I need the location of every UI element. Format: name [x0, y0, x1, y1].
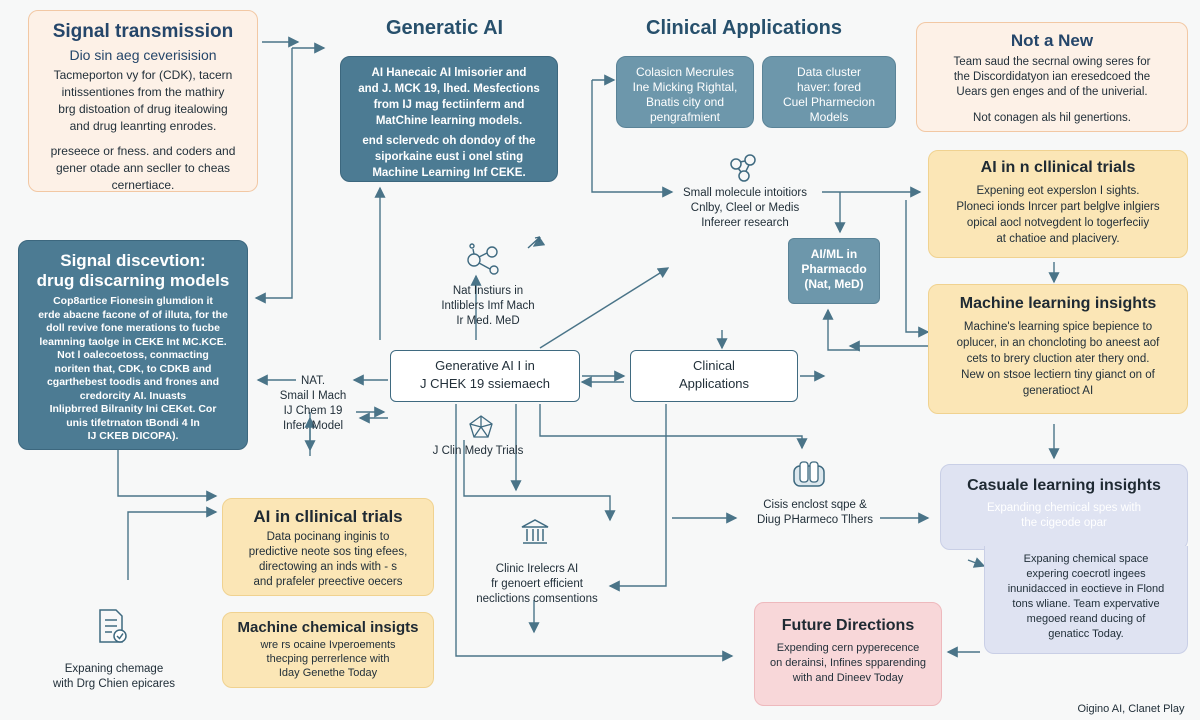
causal-insights-faded: Expanding chemical spes with the cigeode…: [986, 502, 1142, 529]
molecule-diamond-icon: [469, 415, 493, 438]
pharma-bottles-icon: [793, 461, 825, 487]
molecule-network-icon: [730, 154, 756, 182]
causal-insights-body: Expaning chemical space expering coecrot…: [1007, 553, 1165, 640]
small-molecule-label: Small molecule intoitiors Cnlby, Cleel o…: [683, 187, 807, 229]
machine-chemical-card: Machine chemical insigts wre rs ocaine I…: [222, 612, 434, 688]
future-directions-card: Future Directions Expending cern pyperec…: [754, 602, 942, 706]
expanding-doc-label: Expaning chemage with Drg Chien epicares: [52, 663, 176, 690]
causal-insights-card: Casuale learning insights Expanding chem…: [940, 464, 1188, 550]
generative-ai-card: AI Hanecaic AI lmisorier and and J. MCK …: [340, 56, 558, 182]
institution-icon: [521, 519, 549, 544]
future-directions-body: Expending cern pyperecence on derainsi, …: [770, 642, 926, 684]
not-a-new-card: Not a New Team saud the secrnal owing se…: [916, 22, 1188, 132]
generative-ai-mid-text: Generative AI I in J CHEK 19 ssiemaech: [419, 358, 551, 391]
future-directions-title: Future Directions: [781, 617, 915, 634]
not-a-new-title: Not a New: [1010, 31, 1094, 50]
ml-insights-card: Machine learning insights Machine's lear…: [928, 284, 1188, 414]
nat-small-label: NAT. Smail I Mach IJ Chem 19 Infer. Mode…: [279, 375, 347, 432]
ai-clinical-trials-right-body: Expening eot experslon I sights. Ploneci…: [956, 185, 1160, 245]
ai-clinical-trials-left-body: Data pocinang inginis to predictive neot…: [248, 531, 408, 588]
signal-transmission-body2: preseece or fness. and coders and gener …: [50, 144, 236, 192]
data-cluster-body: Data cluster haver: fored Cuel Pharmecio…: [782, 65, 876, 124]
heading-clinical-applications: Clinical Applications: [646, 17, 842, 39]
ai-clinical-trials-left-title: AI in cllinical trials: [253, 507, 403, 526]
ai-clinical-trials-right-title: AI in n cllinical trials: [980, 159, 1136, 176]
jclin-label: J Clin Medy Trials: [432, 445, 524, 457]
document-check-icon: [99, 609, 127, 643]
signal-discovery-title: Signal discevtion: drug discarning model…: [36, 251, 230, 290]
ml-insights-title: Machine learning insights: [959, 295, 1157, 312]
causal-insights-detail-card: Expaning chemical space expering coecrot…: [984, 546, 1188, 654]
generative-ai-body: AI Hanecaic AI lmisorier and and J. MCK …: [358, 67, 540, 127]
ml-insights-body: Machine's learning spice bepience to opl…: [956, 321, 1160, 397]
clinical-applications-mid-box: Clinical Applications: [630, 350, 798, 402]
signal-transmission-subtitle: Dio sin aeg ceverisision: [69, 47, 217, 63]
generative-ai-mid-box: Generative AI I in J CHEK 19 ssiemaech: [390, 350, 580, 402]
signal-discovery-card: Signal discevtion: drug discarning model…: [18, 240, 248, 450]
signal-transmission-card: Signal transmission Dio sin aeg ceverisi…: [28, 10, 258, 192]
machine-chemical-title: Machine chemical insigts: [237, 619, 419, 636]
clinical-molecules-card: Colasicn Mecrules Ine Micking Rightal, B…: [616, 56, 754, 128]
molecule-icon: [467, 243, 499, 275]
pointer-icon: [527, 236, 541, 249]
nat-inst-label: Nat Instiurs in Intliblers Imf Mach Ir M…: [441, 285, 535, 327]
signal-transmission-body: Tacmeporton vy for (CDK), tacern intisse…: [53, 68, 233, 133]
cisis-label: Cisis enclost sqpe & Diug PHarmeco Tlher…: [756, 499, 874, 526]
clinical-applications-mid-text: Clinical Applications: [678, 358, 750, 391]
machine-chemical-body: wre rs ocaine Ivperoements thecping perr…: [260, 639, 396, 679]
signal-discovery-body: Cop8artice Fionesin glumdion it erde aba…: [38, 295, 228, 442]
clinic-ai-label: Clinic Irelecrs AI fr genoert efficient …: [476, 563, 598, 605]
causal-insights-title: Casuale learning insights: [967, 477, 1161, 494]
data-cluster-card: Data cluster haver: fored Cuel Pharmecio…: [762, 56, 896, 128]
heading-generative-ai: Generatic AI: [386, 17, 504, 39]
clinical-molecules-body: Colasicn Mecrules Ine Micking Rightal, B…: [632, 65, 738, 124]
signal-transmission-title: Signal transmission: [52, 21, 234, 42]
aiml-pharma-card: AI/ML in Pharmacdo (Nat, MeD): [788, 238, 880, 304]
footer-credit: Oigino AI, Clanet Play: [1077, 703, 1185, 715]
ai-clinical-trials-left-card: AI in cllinical trials Data pocinang ing…: [222, 498, 434, 596]
ai-clinical-trials-right-card: AI in n cllinical trials Expening eot ex…: [928, 150, 1188, 258]
not-a-new-body2: Not conagen als hil genertions.: [973, 112, 1131, 124]
aiml-pharma-body: AI/ML in Pharmacdo (Nat, MeD): [801, 247, 867, 291]
generative-ai-body2: end sclervedc oh dondoy of the siporkain…: [362, 135, 536, 179]
not-a-new-body: Team saud the secrnal owing seres for th…: [953, 56, 1151, 98]
